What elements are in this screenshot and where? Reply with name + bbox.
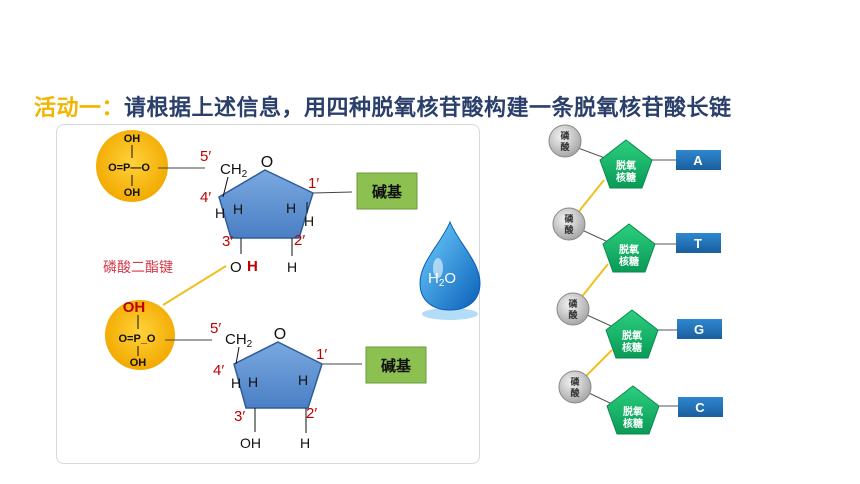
chain-base [676, 150, 721, 170]
chain-phosphate [548, 124, 582, 158]
h-c3-up: H [248, 374, 258, 390]
phosphate-core: O=P_O [119, 333, 156, 345]
bond-line [162, 265, 227, 306]
title-prefix: 活动一： [34, 96, 125, 121]
chain-sugar-label: 脱氧核糖 [622, 329, 642, 354]
phosphate-oh-bottom: OH [130, 357, 147, 369]
ring-o-label: O [261, 154, 273, 171]
chain-phosphate [556, 292, 590, 326]
svg-text:磷酸: 磷酸 [570, 376, 580, 398]
h-c1-a: H [286, 200, 296, 216]
base-box-bottom [365, 346, 427, 384]
phosphate-oh-top: OH [123, 299, 146, 316]
base-label-top: 碱基 [372, 183, 403, 201]
chain-base-label: T [694, 236, 702, 251]
chain-sugar-label: 脱氧核糖 [619, 243, 639, 268]
sugar-ring [233, 341, 323, 409]
chain-sugar-label: 脱氧核糖 [616, 159, 636, 184]
base-label-bottom: 碱基 [381, 357, 412, 375]
bond-label: 磷酸二酯键 [103, 259, 173, 275]
h3-label: H [247, 258, 258, 275]
ring-o-label: O [274, 326, 286, 343]
chain-unit-c: 磷酸 脱氧核糖 C [558, 370, 723, 435]
svg-text:磷酸: 磷酸 [560, 130, 570, 152]
chain-unit-a: 磷酸 脱氧核糖 A [548, 124, 721, 189]
phosphate-core: O=P—O [108, 162, 150, 174]
h-c4: H [231, 375, 241, 391]
h-c1-b: H [304, 213, 314, 229]
chain-sugar [599, 139, 653, 189]
c1-label: 1′ [308, 175, 319, 192]
phosphate-oh-bottom: OH [124, 187, 141, 199]
c2-label: 2′ [306, 405, 317, 422]
h-c3-up: H [233, 201, 243, 217]
svg-text:磷酸: 磷酸 [564, 213, 574, 235]
ch2-label: CH2 [220, 161, 248, 180]
c3-label: 3′ [222, 233, 233, 250]
title-text: 请根据上述信息，用四种脱氧核苷酸构建一条脱氧核苷酸长链 [124, 96, 732, 121]
chain-base [678, 397, 723, 417]
c5-label: 5′ [200, 148, 211, 165]
o3-label: O [230, 259, 242, 276]
c4-label: 4′ [200, 189, 211, 206]
ch2-label: CH2 [225, 331, 253, 350]
chain-base [676, 233, 721, 253]
base-box-top [356, 172, 418, 210]
chain-phosphate [558, 370, 592, 404]
chain-phosphate [552, 207, 586, 241]
phosphate-circle [96, 130, 168, 202]
chain-base [677, 319, 722, 339]
c1-label: 1′ [316, 346, 327, 363]
svg-text:磷酸: 磷酸 [568, 298, 578, 320]
h-c1: H [298, 372, 308, 388]
phosphate-circle [105, 300, 175, 370]
oh3-label: OH [240, 435, 261, 451]
chain-unit-t: 磷酸 脱氧核糖 T [552, 207, 721, 273]
chain-sugar [602, 223, 656, 273]
nucleotide-top: OH O=P—O OH 5′ CH2 O 1′ 4′ H H H H 3′ 2′… [96, 130, 418, 276]
h-c4: H [215, 205, 225, 221]
c4-label: 4′ [213, 362, 224, 379]
h-c2: H [300, 435, 310, 451]
chain-sugar [605, 309, 659, 359]
chain-base-label: C [695, 400, 705, 415]
chain-base-label: G [694, 322, 704, 337]
water-drop: H2O [419, 220, 481, 320]
h-c2: H [287, 259, 297, 275]
nucleotide-bottom: OH O=P_O OH 5′ CH2 O 1′ 4′ H H H 3′ 2′ O… [105, 299, 427, 451]
chain-sugar-label: 脱氧核糖 [623, 405, 643, 430]
page-title: 活动一：请根据上述信息，用四种脱氧核苷酸构建一条脱氧核苷酸长链 [34, 90, 732, 122]
chain-base-label: A [693, 153, 703, 168]
water-label: H2O [428, 270, 456, 289]
chain-unit-g: 磷酸 脱氧核糖 G [556, 292, 722, 359]
nucleotide-chain: 磷酸 脱氧核糖 A 磷酸 脱氧核糖 T 磷酸 脱氧核糖 G [548, 124, 723, 435]
chain-sugar [606, 385, 660, 435]
c2-label: 2′ [294, 232, 305, 249]
phosphate-oh-top: OH [124, 133, 141, 145]
c5-label: 5′ [210, 320, 221, 337]
c3-label: 3′ [234, 408, 245, 425]
sugar-ring [218, 169, 314, 239]
